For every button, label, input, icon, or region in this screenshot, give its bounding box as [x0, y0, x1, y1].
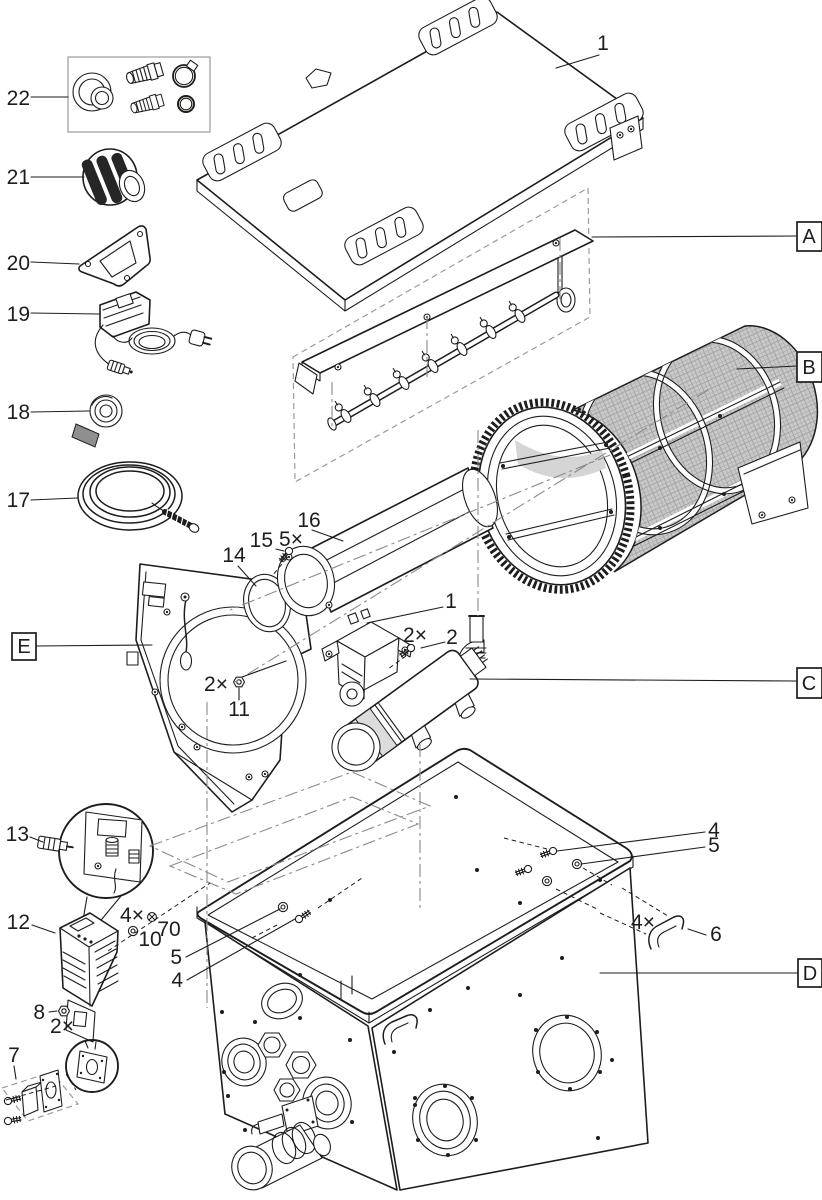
part-controller: [94, 291, 213, 375]
callout-22: 22: [7, 87, 30, 110]
callout-4-right: 4: [708, 819, 720, 842]
spray-nozzles: [334, 300, 526, 423]
section-label-d: D: [803, 963, 817, 985]
callout-1-lid: 1: [597, 32, 609, 55]
section-box-c: [796, 667, 822, 699]
callout-19: 19: [7, 303, 30, 326]
section-label-a: A: [802, 226, 816, 248]
callout-6-qty: 4×: [631, 911, 655, 934]
callout-4-left: 4: [171, 969, 183, 992]
lid-bracket: [609, 115, 643, 161]
callouts: 22 21 20 19 18 17 1 16 15 5× 14 1 2× 2 2…: [6, 32, 722, 1067]
callout-11-qty: 2×: [204, 673, 228, 696]
part-handle: [648, 915, 685, 950]
callout-6: 6: [710, 923, 722, 946]
callout-5-right: 5: [708, 834, 720, 857]
part-hose-adapter: [81, 148, 146, 206]
container-screw-holes: [220, 795, 614, 1140]
callout-20: 20: [7, 252, 30, 275]
part-control-unit: [59, 912, 119, 1093]
part-mount-kit: [0, 1069, 80, 1126]
callout-10: 10: [138, 928, 161, 951]
container-flanges: [412, 1014, 602, 1157]
part-tray: [276, 467, 498, 617]
part-lid: [196, 0, 647, 312]
part-sealing-tape: [71, 394, 123, 448]
section-box-d: [797, 958, 822, 988]
section-label-b: B: [802, 357, 815, 379]
callout-70: 70: [157, 918, 180, 941]
part-plug: [37, 835, 74, 852]
part-hose: [77, 461, 200, 533]
container-handle-molded: [382, 1014, 418, 1045]
drum-bracket: [737, 441, 809, 525]
callout-8-qty: 2×: [50, 1015, 74, 1038]
callout-15: 15: [250, 529, 273, 552]
detail-bubble-top: [37, 803, 154, 927]
section-label-c: C: [802, 673, 816, 695]
part-container: [196, 747, 649, 1191]
part-bracket-plate: [78, 225, 151, 287]
washer-5-right: [571, 858, 583, 870]
screw-4-left: [293, 908, 313, 925]
section-box-a: [796, 221, 822, 252]
callout-12: 12: [7, 911, 30, 934]
section-box-e: [11, 632, 37, 661]
callout-16: 16: [297, 509, 320, 532]
washer-5-right-2: [541, 875, 553, 887]
leader-lines: [13, 54, 799, 1080]
callout-17: 17: [7, 489, 30, 512]
part-connection-kit: [67, 56, 211, 133]
section-labels: A B C D E: [11, 221, 822, 988]
washer-10: [127, 925, 139, 937]
callout-2: 2: [446, 626, 458, 649]
guide-lines: [5, 238, 709, 1101]
callout-7: 7: [8, 1044, 20, 1067]
lid-tab: [305, 68, 332, 89]
callout-70-qty: 4×: [120, 904, 144, 927]
part-motor: [321, 608, 413, 707]
fasteners: [57, 545, 685, 1017]
section-label-e: E: [17, 636, 30, 658]
callout-18: 18: [7, 401, 30, 424]
callout-2-qty: 2×: [403, 624, 427, 647]
callout-21: 21: [7, 166, 30, 189]
callout-11: 11: [228, 698, 250, 721]
callout-13: 13: [6, 823, 29, 846]
screw-4-right: [539, 845, 559, 860]
callout-8: 8: [33, 1001, 45, 1024]
screw-4-right-2: [514, 863, 534, 878]
part-uvc-unit: [331, 615, 488, 772]
callout-5-left: 5: [170, 946, 182, 969]
part-drum: [469, 325, 819, 594]
assembly-spraybar: [292, 186, 594, 484]
callout-1-motor: 1: [445, 590, 457, 613]
callout-14: 14: [222, 544, 246, 567]
section-box-b: [796, 351, 822, 383]
callout-15-qty: 5×: [279, 528, 303, 551]
container-valve: [231, 1095, 331, 1191]
washer-5-left: [277, 901, 289, 913]
